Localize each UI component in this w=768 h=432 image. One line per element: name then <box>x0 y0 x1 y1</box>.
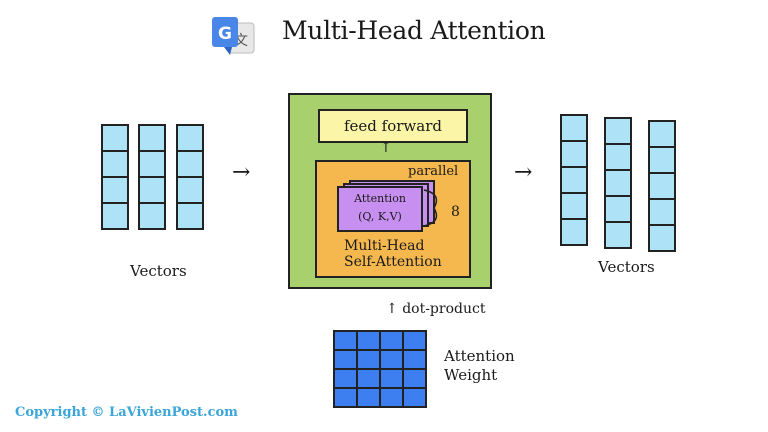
svg-text:G: G <box>218 24 232 44</box>
head-count: 8 <box>451 204 460 220</box>
mhsa-label-line2: Self-Attention <box>344 254 442 270</box>
attention-weight-line1: Attention <box>444 347 515 365</box>
input-vector-column <box>101 124 129 230</box>
up-arrow-icon: ↑ <box>386 301 398 317</box>
attention-weight-line2: Weight <box>444 366 498 384</box>
feed-forward-box: feed forward <box>318 109 468 143</box>
google-translate-icon: 文 G <box>210 15 256 59</box>
copyright-text: Copyright © LaVivienPost.com <box>15 405 238 420</box>
page-title: Multi-Head Attention <box>282 16 546 45</box>
parallel-label: parallel <box>408 164 459 179</box>
brace-icon <box>423 189 438 227</box>
attention-weight-grid <box>333 330 427 408</box>
attention-head-title: Attention <box>354 192 406 205</box>
mhsa-label-line1: Multi-Head <box>344 238 425 254</box>
attention-weight-label: Attention Weight <box>444 347 515 385</box>
output-vector-column <box>648 120 676 252</box>
mhsa-label: Multi-Head Self-Attention <box>344 238 442 270</box>
attention-head: Attention (Q, K,V) <box>337 186 423 232</box>
right-arrow-icon: → <box>232 160 251 185</box>
up-arrow-icon: ↑ <box>380 140 392 156</box>
output-vectors-label: Vectors <box>598 258 655 276</box>
attention-head-params: (Q, K,V) <box>358 210 402 223</box>
input-vector-column <box>138 124 166 230</box>
output-vector-column <box>560 114 588 246</box>
dot-product-text: dot-product <box>402 301 486 317</box>
dot-product-label: ↑ dot-product <box>386 301 485 317</box>
right-arrow-icon: → <box>514 160 533 185</box>
input-vectors-label: Vectors <box>130 262 187 280</box>
output-vector-column <box>604 117 632 249</box>
input-vector-column <box>176 124 204 230</box>
